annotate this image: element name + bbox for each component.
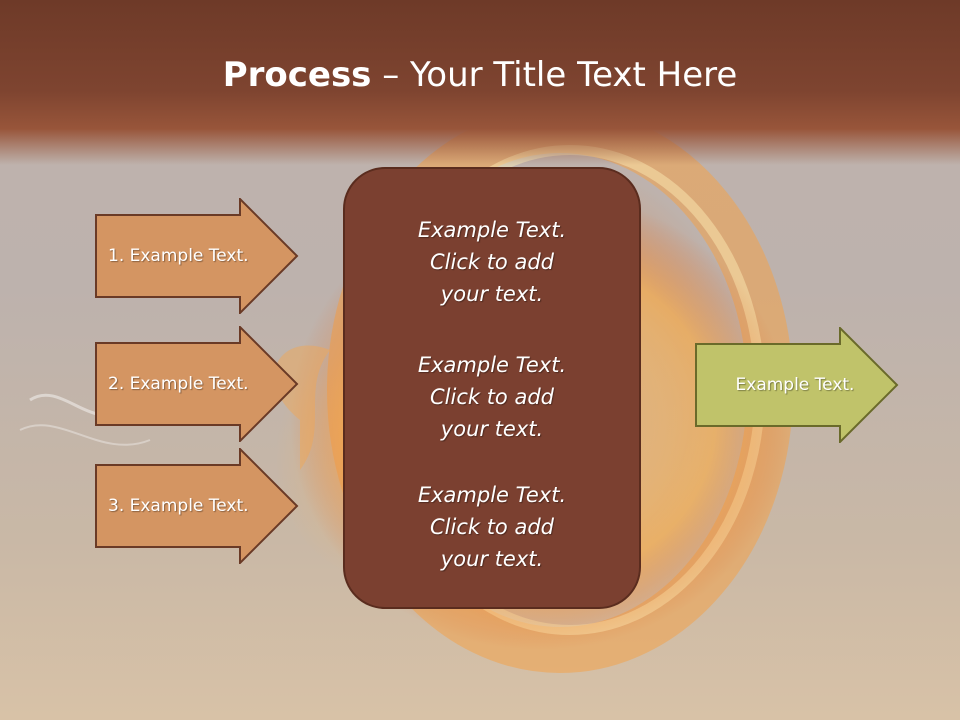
arrow-shape <box>95 198 299 314</box>
center-text-3[interactable]: Example Text. Click to add your text. <box>417 483 567 571</box>
arrow-shape <box>95 326 299 442</box>
title-bold: Process <box>222 55 372 95</box>
arrow-shape <box>695 327 899 443</box>
slide-title[interactable]: Process – Your Title Text Here <box>0 52 960 98</box>
process-arrow-2[interactable]: 2. Example Text. <box>95 326 299 442</box>
arrow-label: 2. Example Text. <box>108 374 249 394</box>
center-text-1[interactable]: Example Text. Click to add your text. <box>417 218 567 306</box>
arrow-label: Example Text. <box>735 375 855 395</box>
center-text-2[interactable]: Example Text. Click to add your text. <box>417 353 567 441</box>
output-arrow[interactable]: Example Text. <box>695 327 899 443</box>
center-text-box[interactable]: Example Text. Click to add your text. Ex… <box>343 167 641 609</box>
process-arrow-3[interactable]: 3. Example Text. <box>95 448 299 564</box>
arrow-label: 3. Example Text. <box>108 496 249 516</box>
title-rest: – Your Title Text Here <box>371 55 738 95</box>
title-band <box>0 0 960 165</box>
arrow-label: 1. Example Text. <box>108 246 249 266</box>
arrow-shape <box>95 448 299 564</box>
process-arrow-1[interactable]: 1. Example Text. <box>95 198 299 314</box>
